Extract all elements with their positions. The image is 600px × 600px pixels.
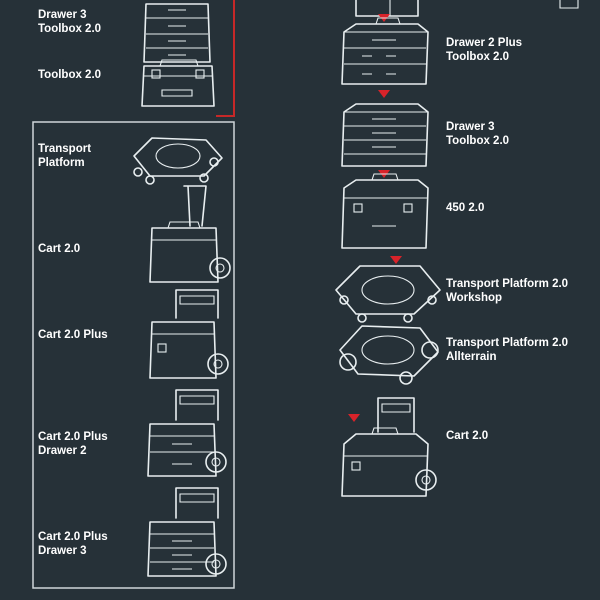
red-arrow-2 [378, 90, 390, 98]
transport-platform-icon [133, 137, 223, 185]
cart-2-0-plus-icon [149, 289, 229, 379]
label-transport-platform: Transport Platform [38, 143, 92, 169]
label-drawer3-toolbox-left: Drawer 3 Toolbox 2.0 [38, 9, 102, 35]
transport-platform-workshop-icon [335, 265, 441, 323]
toolbox-icon [141, 59, 215, 107]
box-450-icon [341, 173, 429, 249]
cart-2-0-right-icon [341, 397, 437, 497]
drawer3-toolbox-icon [143, 3, 211, 63]
cart-2-0-plus-drawer-3-icon [147, 487, 227, 577]
label-cart-2-0-left: Cart 2.0 [38, 243, 81, 255]
top-partial-box-icon [355, 0, 419, 17]
label-drawer2-plus-toolbox: Drawer 2 Plus Toolbox 2.0 [446, 37, 523, 63]
drawer3-toolbox-right-icon [341, 103, 429, 167]
label-cart-2-0-plus-drawer-2: Cart 2.0 Plus Drawer 2 [38, 431, 108, 457]
cart-2-0-plus-drawer-2-icon [147, 389, 227, 477]
group-frame [32, 121, 235, 589]
label-transport-platform-allterrain: Transport Platform 2.0 Allterrain [446, 337, 569, 363]
red-arrow-4 [390, 256, 402, 264]
corner-frame [559, 0, 579, 9]
red-group-bracket [216, 0, 235, 117]
label-transport-platform-workshop: Transport Platform 2.0 Workshop [446, 278, 569, 304]
label-cart-2-0-right: Cart 2.0 [446, 430, 489, 442]
transport-platform-allterrain-icon [339, 325, 439, 385]
label-toolbox-2-0: Toolbox 2.0 [38, 69, 102, 81]
drawer2-plus-toolbox-icon [341, 17, 429, 85]
label-450-2-0: 450 2.0 [446, 202, 485, 214]
label-drawer3-toolbox-right: Drawer 3 Toolbox 2.0 [446, 121, 510, 147]
label-cart-2-0-plus-drawer-3: Cart 2.0 Plus Drawer 3 [38, 531, 108, 557]
cart-2-0-left-icon [149, 185, 231, 283]
label-cart-2-0-plus: Cart 2.0 Plus [38, 329, 108, 341]
red-arrow-5 [348, 414, 360, 422]
